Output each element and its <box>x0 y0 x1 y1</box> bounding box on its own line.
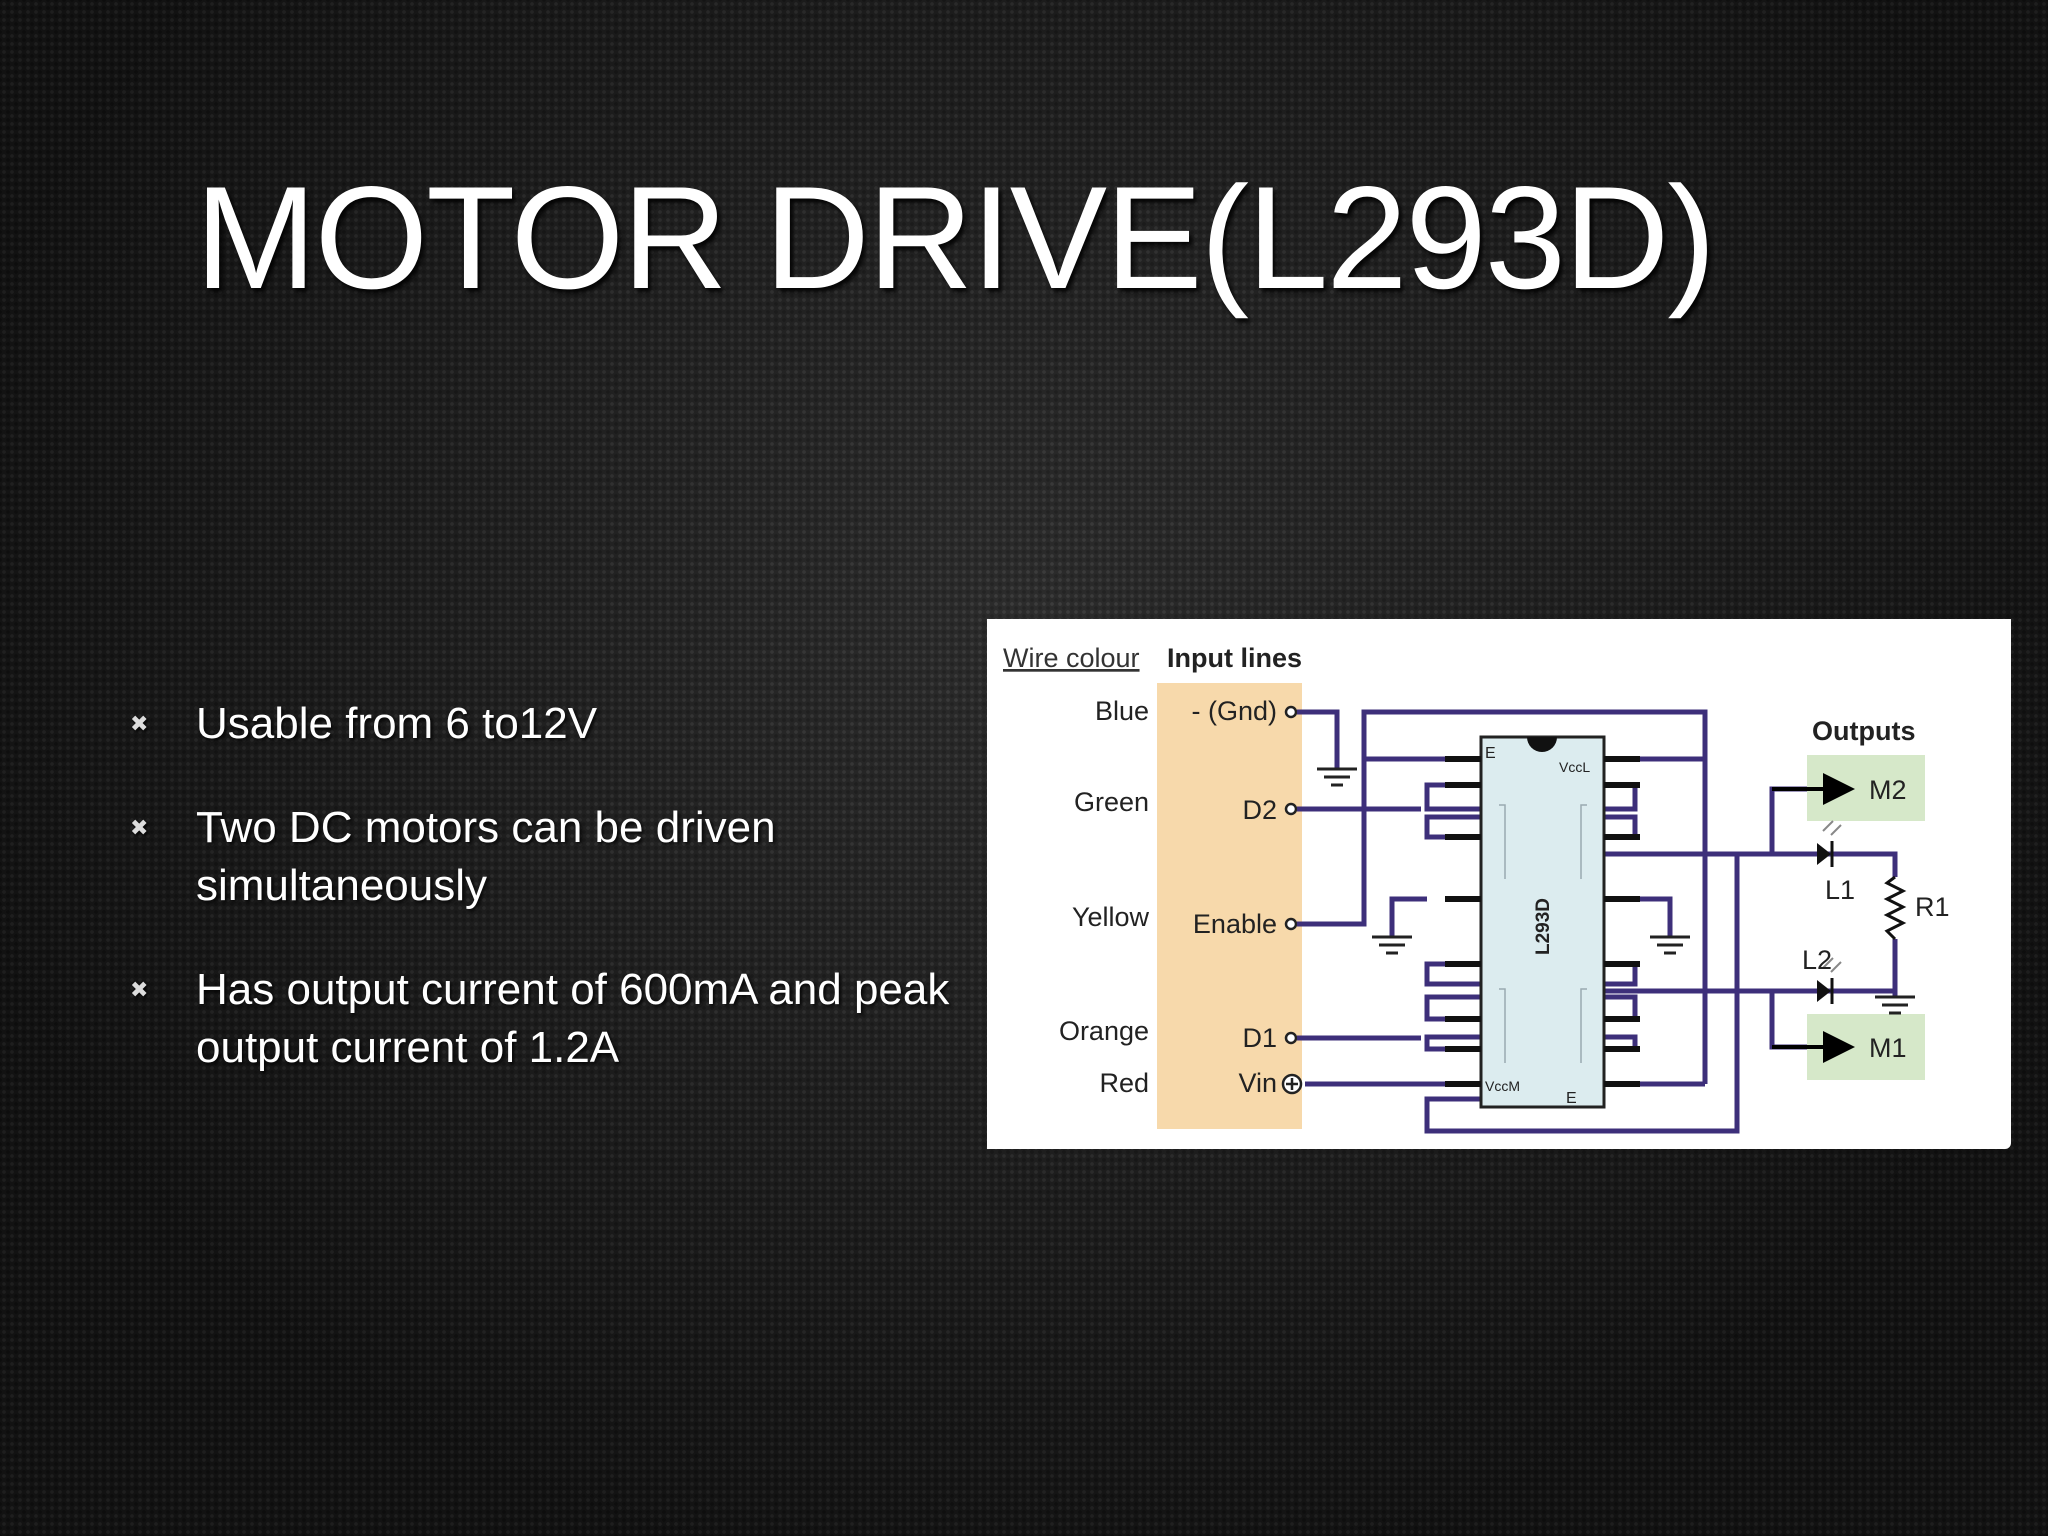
input-line-d2: D2 <box>1242 795 1277 825</box>
input-line-vin: Vin <box>1238 1068 1277 1098</box>
wire-colour-red: Red <box>1099 1068 1149 1098</box>
input-lines-panel <box>1157 683 1302 1129</box>
chip-pin-e-top: E <box>1485 745 1496 762</box>
input-line-gnd: - (Gnd) <box>1191 696 1277 726</box>
wire-colour-blue: Blue <box>1095 696 1149 726</box>
wire-colour-header: Wire colour <box>1003 643 1140 673</box>
led-l1-label: L1 <box>1825 875 1855 905</box>
led-l2-label: L2 <box>1802 945 1832 975</box>
l293d-wiring-diagram: Wire colour Input lines Outputs Blue Gre… <box>987 619 2011 1149</box>
wire-colour-yellow: Yellow <box>1072 902 1150 932</box>
bullet-text: Two DC motors can be driven simultaneous… <box>196 803 776 910</box>
bullet-marker-icon: ✖ <box>130 711 149 736</box>
input-line-enable: Enable <box>1193 909 1277 939</box>
chip-pin-e-bottom: E <box>1566 1090 1577 1107</box>
output-m1-label: M1 <box>1869 1033 1907 1063</box>
bullet-list: ✖ Usable from 6 to12V ✖ Two DC motors ca… <box>130 695 960 1123</box>
outputs-header: Outputs <box>1812 716 1915 746</box>
resistor-icon <box>1883 875 1907 941</box>
bullet-item: ✖ Has output current of 600mA and peak o… <box>130 961 960 1077</box>
chip-vccl-label: VccL <box>1559 759 1590 775</box>
input-line-d1: D1 <box>1242 1023 1277 1053</box>
led-icon <box>1817 820 1842 867</box>
wire-colour-orange: Orange <box>1059 1016 1149 1046</box>
wire-colour-green: Green <box>1074 787 1149 817</box>
ground-icon <box>1317 767 1915 1015</box>
bullet-item: ✖ Two DC motors can be driven simultaneo… <box>130 799 960 915</box>
bullet-text: Usable from 6 to12V <box>196 699 598 748</box>
bullet-marker-icon: ✖ <box>130 815 149 840</box>
slide-title: MOTOR DRIVE(L293D) <box>195 156 1716 319</box>
resistor-r1-label: R1 <box>1915 892 1950 922</box>
led-icon <box>1817 957 1842 1004</box>
bullet-text: Has output current of 600mA and peak out… <box>196 965 950 1072</box>
chip-label: L293D <box>1533 898 1554 955</box>
bullet-item: ✖ Usable from 6 to12V <box>130 695 960 753</box>
l293d-chip <box>1445 735 1640 1109</box>
vin-plus-icon <box>1286 1078 1298 1090</box>
chip-vccm-label: VccM <box>1485 1078 1520 1094</box>
bullet-marker-icon: ✖ <box>130 977 149 1002</box>
input-lines-header: Input lines <box>1167 643 1302 673</box>
output-m2-label: M2 <box>1869 775 1907 805</box>
